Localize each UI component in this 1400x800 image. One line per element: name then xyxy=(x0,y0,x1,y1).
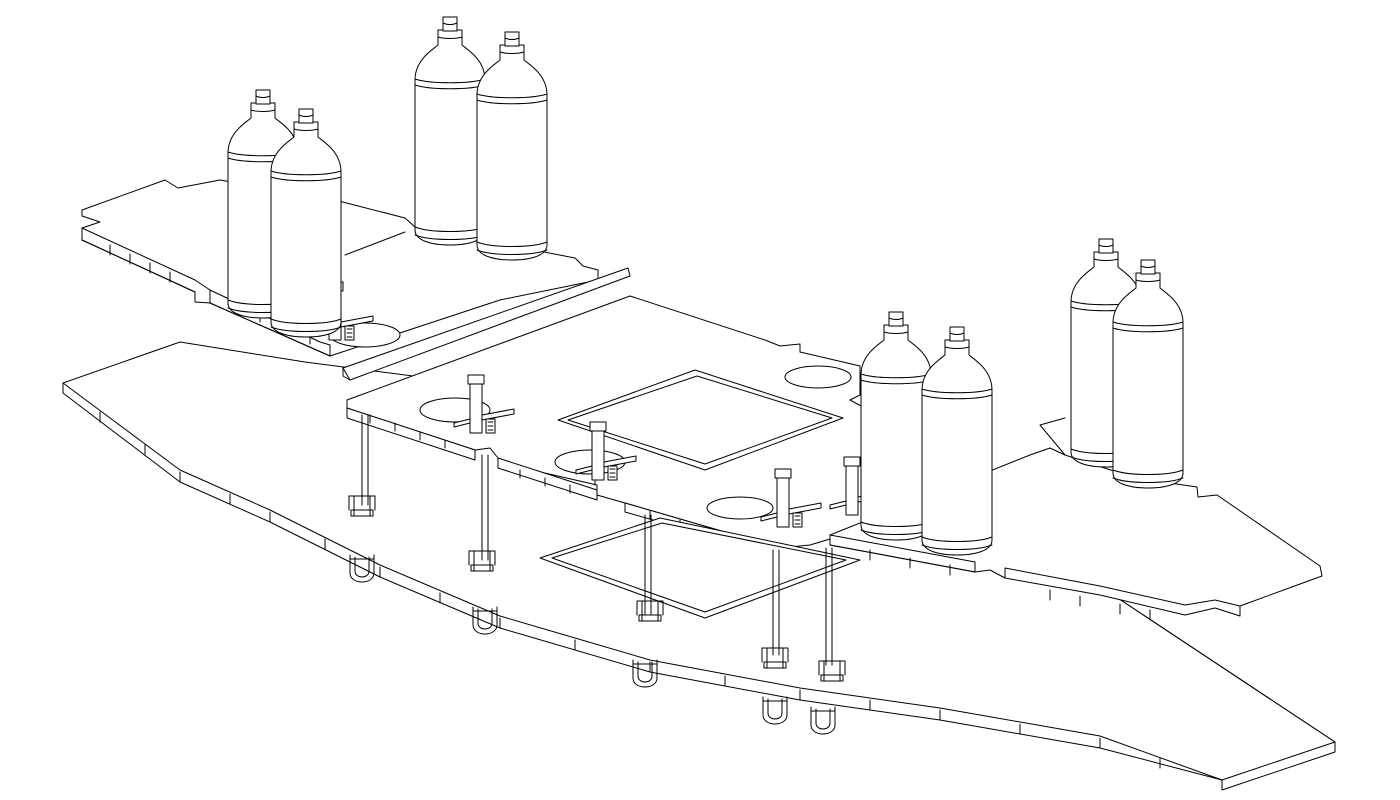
deck-handle xyxy=(762,696,788,725)
support-rod xyxy=(644,514,652,616)
deck-handle xyxy=(810,706,836,735)
rectangular-opening-upper xyxy=(557,369,844,471)
support-rod xyxy=(481,454,489,561)
oval-cutout xyxy=(784,365,852,389)
gas-cylinder xyxy=(414,16,486,246)
oval-cutout xyxy=(706,496,774,520)
gas-cylinder xyxy=(476,31,548,261)
separator-rail xyxy=(342,267,631,381)
deck-handle xyxy=(632,659,658,688)
gas-cylinder xyxy=(921,326,993,556)
support-rods xyxy=(361,414,833,666)
rectangular-opening-lower xyxy=(539,517,861,619)
support-rod xyxy=(772,549,780,656)
gas-cylinder xyxy=(860,311,932,541)
support-rod xyxy=(361,414,369,506)
support-rod xyxy=(825,547,833,666)
